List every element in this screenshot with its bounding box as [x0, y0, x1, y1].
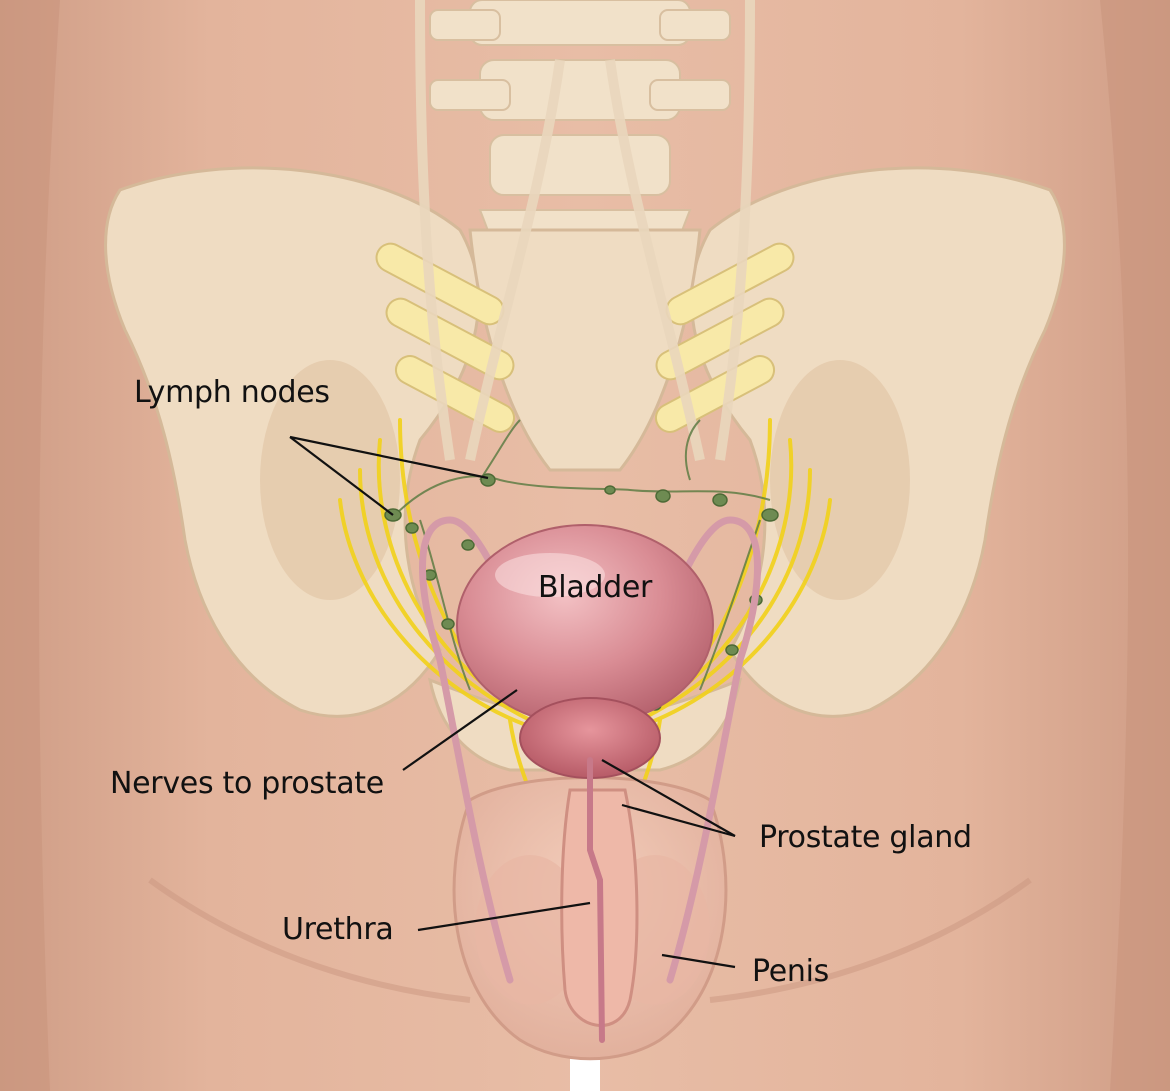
- label-nerves-to-prostate: Nerves to prostate: [110, 766, 384, 802]
- label-bladder: Bladder: [538, 570, 652, 606]
- label-lymph-nodes: Lymph nodes: [134, 375, 330, 411]
- label-penis: Penis: [752, 954, 829, 990]
- label-prostate-gland: Prostate gland: [759, 820, 972, 856]
- bladder-shape: [457, 525, 713, 725]
- label-urethra: Urethra: [282, 912, 393, 948]
